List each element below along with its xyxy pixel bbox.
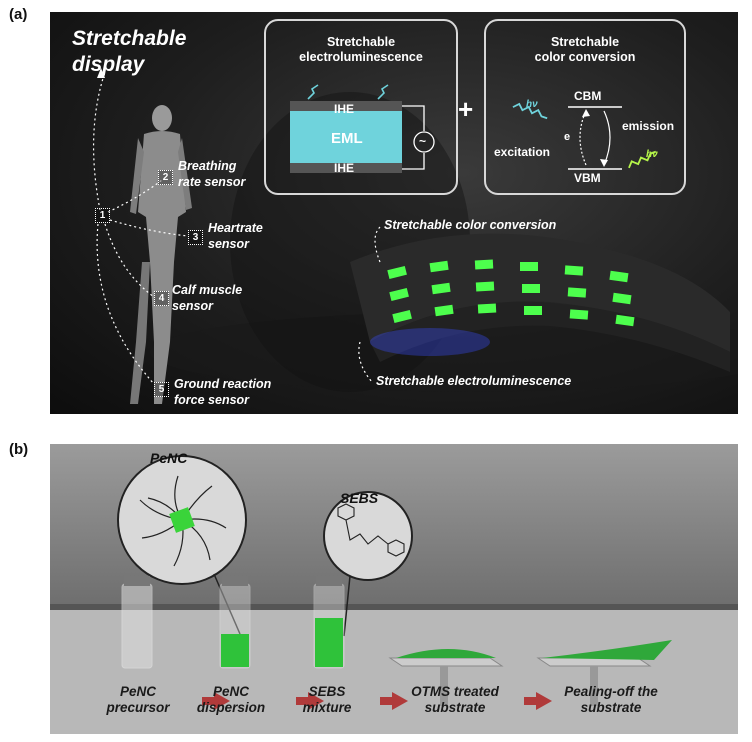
step-3-line-1: SEBS: [308, 684, 346, 699]
electroluminescence-caption: Stretchable electroluminescence: [376, 374, 572, 388]
color-conversion-caption: Stretchable color conversion: [384, 218, 557, 232]
step-penc-precursor: PeNC precursor: [98, 684, 178, 716]
step-1-line-1: PeNC: [119, 684, 156, 699]
ac-source-icon: ~: [419, 134, 427, 148]
emission-photon-icon: [628, 150, 657, 169]
sensor-4-label: Calf muscle sensor: [172, 282, 242, 314]
sensor-1-marker: 1: [95, 208, 110, 223]
hv-in-label: hν: [526, 99, 538, 110]
band-diagram: [512, 102, 657, 170]
otms-substrate: [388, 649, 504, 706]
sensor-2-marker: 2: [158, 170, 173, 185]
sensor-2-line-2: rate sensor: [178, 175, 246, 189]
sensor-2-line-1: Breathing: [178, 159, 237, 173]
ihe-bottom-label: IHE: [334, 161, 355, 175]
sensor-3-line-1: Heartrate: [208, 221, 263, 235]
step-4-line-2: substrate: [424, 700, 486, 715]
sensor-connector-lines: [92, 71, 381, 385]
box-cc-title-2: color conversion: [534, 50, 636, 64]
sensor-4-line-2: sensor: [172, 299, 213, 313]
process-arrow-2: [296, 692, 324, 710]
sensor-4-line-1: Calf muscle: [172, 283, 243, 297]
sensor-3-line-2: sensor: [208, 237, 249, 251]
stretchable-display-title: Stretchable display: [72, 26, 186, 78]
sebs-zoom-circle: [323, 491, 413, 581]
sensor-5-line-2: force sensor: [174, 393, 250, 407]
pealed-substrate: [536, 640, 672, 706]
penc-crystal: [169, 507, 195, 533]
step-4-line-1: OTMS treated: [411, 684, 499, 699]
excitation-photon-icon: [512, 102, 548, 120]
step-1-line-2: precursor: [106, 700, 170, 715]
step-pealing-off: Pealing-off the substrate: [546, 684, 676, 716]
excitation-label: excitation: [494, 145, 551, 159]
sensor-3-marker: 3: [188, 230, 203, 245]
sensor-5-line-1: Ground reaction: [174, 377, 272, 391]
step-5-line-1: Pealing-off the: [564, 684, 658, 699]
panel-b-scene: [50, 455, 738, 734]
step-5-line-2: substrate: [580, 700, 642, 715]
arrowhead-icon: [97, 68, 105, 78]
electroluminescence-box: Stretchable electroluminescence IHE EML …: [264, 19, 458, 195]
light-emission-icon: [307, 84, 389, 100]
panel-a: Stretchable display Stretchable electrol…: [50, 12, 738, 414]
cbm-label: CBM: [574, 89, 602, 103]
emission-label: emission: [622, 119, 675, 133]
sensor-5-label: Ground reaction force sensor: [174, 376, 271, 408]
color-conversion-box: Stretchable color conversion CBM VBM hν …: [484, 19, 686, 195]
eml-label: EML: [331, 130, 363, 147]
box-el-title-1: Stretchable: [326, 35, 396, 49]
process-arrow-1: [202, 692, 230, 710]
hv-out-label: hν: [646, 149, 658, 160]
human-figure: [130, 105, 192, 404]
vbm-label: VBM: [574, 171, 601, 185]
sebs-structure: [337, 503, 405, 557]
electron-label: e: [564, 131, 571, 143]
vial-penc-dispersion: [219, 576, 251, 669]
panel-a-label: (a): [9, 6, 28, 23]
vial-sebs-mixture: [313, 576, 345, 669]
title-line-1: Stretchable: [72, 27, 187, 50]
color-conversion-box-title: Stretchable color conversion: [486, 35, 684, 65]
ihe-top-label: IHE: [334, 102, 355, 116]
title-line-2: display: [72, 53, 145, 76]
vial-penc-precursor: [121, 576, 153, 669]
step-2-line-1: PeNC: [212, 684, 249, 699]
box-el-title-2: electroluminescence: [299, 50, 423, 64]
sensor-2-label: Breathing rate sensor: [178, 158, 245, 190]
plus-sign: +: [458, 94, 474, 124]
process-arrow-3: [380, 692, 408, 710]
process-arrow-4: [524, 692, 552, 710]
step-2-line-2: dispersion: [196, 700, 266, 715]
panel-b: PeNC SEBS PeNC precursor PeNC dispersion…: [50, 444, 738, 734]
electroluminescence-box-title: Stretchable electroluminescence: [266, 35, 456, 65]
sebs-label: SEBS: [340, 490, 379, 506]
sensor-4-marker: 4: [154, 291, 169, 306]
panel-b-label: (b): [9, 441, 29, 458]
sensor-3-label: Heartrate sensor: [208, 220, 263, 252]
step-otms-substrate: OTMS treated substrate: [396, 684, 514, 716]
el-device-schematic: [290, 84, 435, 173]
penc-label: PeNC: [150, 450, 188, 466]
step-sebs-mixture: SEBS mixture: [292, 684, 362, 716]
green-pixel-array: [387, 259, 635, 327]
step-penc-dispersion: PeNC dispersion: [190, 684, 272, 716]
step-3-line-2: mixture: [302, 700, 352, 715]
box-cc-title-1: Stretchable: [550, 35, 620, 49]
sensor-5-marker: 5: [154, 382, 169, 397]
